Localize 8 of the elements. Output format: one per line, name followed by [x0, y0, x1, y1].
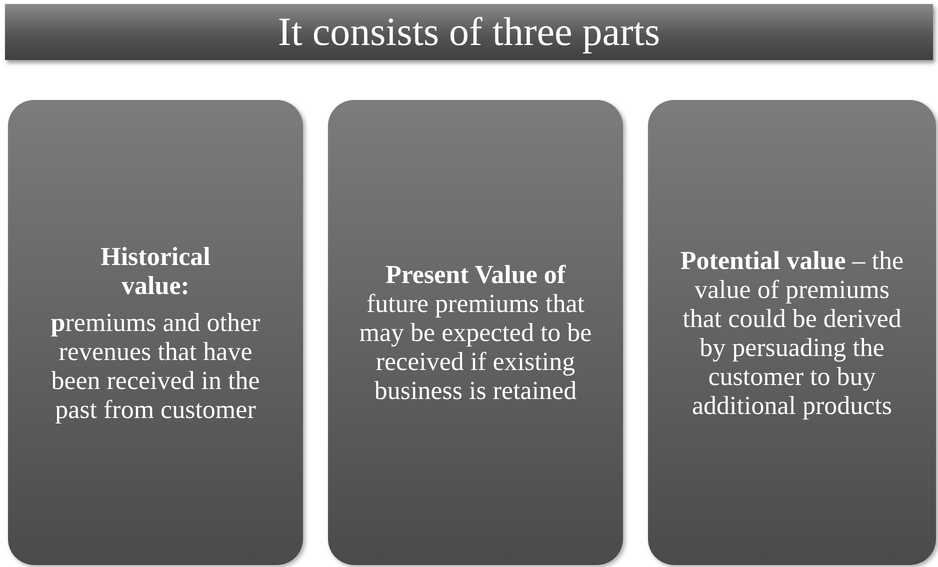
- text-card: [8, 100, 303, 565]
- card-heading: Historical value:: [100, 242, 212, 300]
- title: It consists of three parts: [278, 8, 660, 56]
- text-card: [648, 100, 936, 565]
- card-text: premiums and other revenues that have been received in the past from customer: [50, 308, 262, 424]
- text-card: [328, 100, 623, 565]
- card-text: Present Value of future premiums that may be expected to be received if existing business is retained: [358, 260, 593, 405]
- card-text: Potential value – the value of premiums that could be derived by persuading the customer to buy additional products: [679, 246, 905, 420]
